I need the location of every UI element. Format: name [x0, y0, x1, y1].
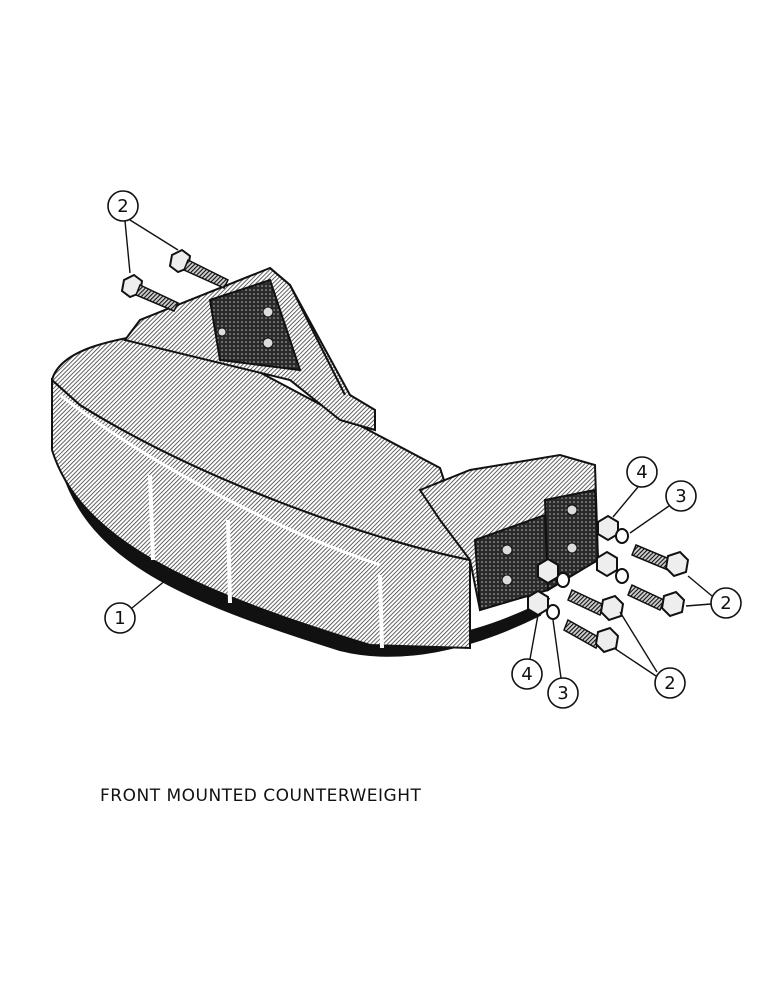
- callout-4-upper: 4: [612, 456, 658, 518]
- callout-2-lower: 2: [613, 611, 686, 699]
- callout-1: 1: [104, 574, 173, 634]
- bolt-right-upper: [631, 544, 690, 578]
- svg-text:3: 3: [557, 683, 568, 704]
- callout-3-lower: 3: [547, 619, 579, 709]
- svg-text:2: 2: [720, 593, 731, 614]
- counterweight-body: [50, 328, 551, 657]
- callout-2-top: 2: [107, 190, 179, 274]
- washer-upper: [615, 528, 629, 544]
- bolt-top-upper: [168, 248, 230, 289]
- bolt-right-middle: [627, 583, 686, 618]
- svg-text:1: 1: [114, 608, 125, 629]
- callout-3-upper: 3: [629, 480, 697, 534]
- nut-lower-b: [527, 589, 549, 617]
- bolt-lower-b: [563, 618, 620, 654]
- washer-lower-b: [546, 604, 560, 620]
- nut-middle: [596, 550, 618, 578]
- left-mounting-bracket: [123, 266, 376, 432]
- washer-lower-a: [556, 572, 570, 588]
- callout-2-right: 2: [685, 575, 742, 619]
- washer-middle: [615, 568, 629, 584]
- callout-4-lower: 4: [511, 614, 543, 690]
- diagram-caption: FRONT MOUNTED COUNTERWEIGHT: [100, 786, 422, 806]
- svg-text:2: 2: [117, 196, 128, 217]
- svg-text:2: 2: [664, 673, 675, 694]
- svg-text:4: 4: [636, 462, 647, 483]
- bolt-lower-a: [567, 588, 625, 622]
- svg-text:3: 3: [675, 486, 686, 507]
- nut-upper: [597, 514, 619, 542]
- nut-lower-a: [537, 557, 559, 585]
- svg-text:4: 4: [521, 664, 532, 685]
- bolt-top-lower: [120, 273, 180, 312]
